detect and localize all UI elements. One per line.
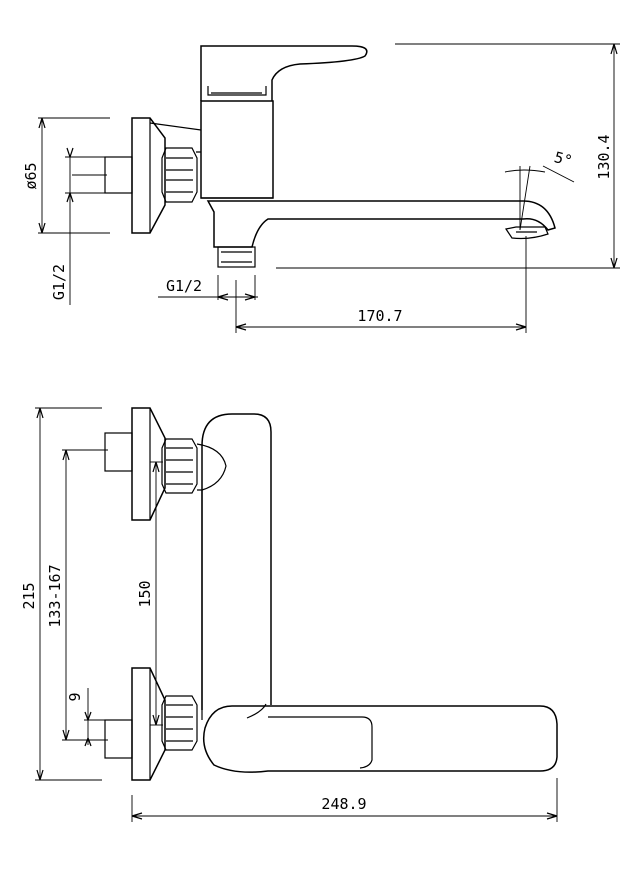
front-lower-flange <box>104 667 166 781</box>
side-mixer-body <box>200 100 274 199</box>
side-inlet-stub <box>104 156 133 194</box>
overall-width-dimension: 248.9 <box>131 778 558 822</box>
outlet-thread-dimension: G1/2 <box>158 275 258 301</box>
centers-range-dimension: 133-167 <box>46 449 108 741</box>
side-wall-flange <box>131 117 166 234</box>
centers-range-label: 133-167 <box>46 564 64 627</box>
overall-height-dimension: 215 <box>20 407 102 781</box>
front-upper-nut <box>161 438 198 494</box>
offset-dimension: 9 <box>66 688 108 747</box>
offset-label: 9 <box>66 692 84 701</box>
flange-diameter-label: ø65 <box>22 162 40 189</box>
spout-reach-dimension: 170.7 <box>235 236 527 333</box>
front-lower-nut <box>161 695 198 751</box>
spout-reach-label: 170.7 <box>357 307 402 325</box>
spout-angle-label: 5° <box>552 148 574 170</box>
front-view: 150 215 133-167 9 <box>20 407 558 822</box>
side-eccentric-nut <box>161 147 198 203</box>
front-mixer-body <box>201 413 272 720</box>
flange-diameter-dimension: ø65 <box>22 117 110 234</box>
inlet-thread-label: G1/2 <box>50 264 68 300</box>
front-spout <box>202 703 558 773</box>
outlet-thread-label: G1/2 <box>166 277 202 295</box>
height-label: 130.4 <box>595 134 613 179</box>
side-view: ø65 G1/2 G1/2 170.7 <box>22 43 620 333</box>
side-lever-handle <box>200 45 368 101</box>
side-spout <box>206 200 556 248</box>
overall-width-label: 248.9 <box>321 795 366 813</box>
front-upper-flange <box>104 407 166 521</box>
height-dimension: 130.4 <box>276 43 620 269</box>
overall-height-label: 215 <box>20 582 38 609</box>
inlet-thread-dimension: G1/2 <box>50 147 110 305</box>
centers-dimension: 150 <box>136 461 163 726</box>
centers-label: 150 <box>136 580 154 607</box>
side-outlet-thread <box>217 246 256 268</box>
spout-angle-dimension: 5° <box>504 148 574 231</box>
